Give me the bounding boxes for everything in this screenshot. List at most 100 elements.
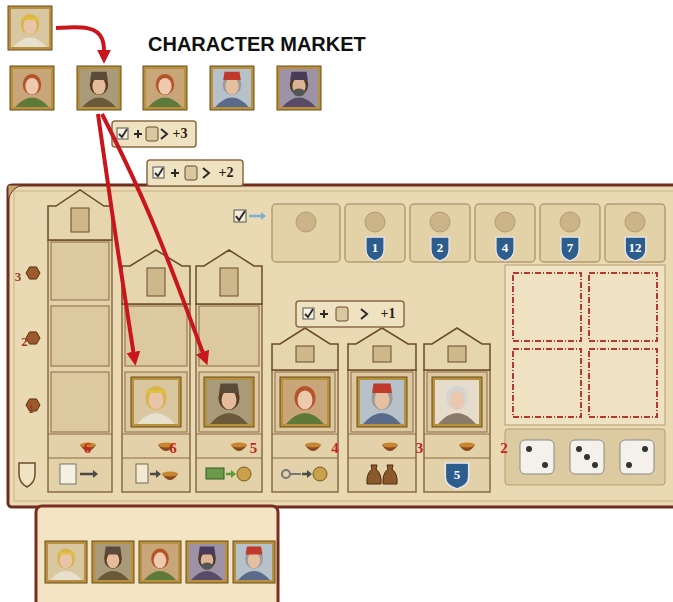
score-shield: 4 [495,236,515,262]
row-number: 2 [21,335,28,348]
portrait-frame [204,377,254,427]
tower-shield-icon [19,463,35,487]
small-arrow-head [156,470,161,478]
cost-divider [272,434,338,435]
small-arrow-head [261,212,266,220]
portrait-ground [360,380,404,424]
small-arrow [80,473,94,476]
portrait-face [60,552,73,568]
character-portrait [77,66,121,110]
shield-outline [445,463,468,489]
character-portrait [8,6,52,50]
check-box-icon [234,210,246,222]
character-portrait [277,66,321,110]
die [520,440,554,474]
bonus-ribbon [112,121,196,147]
character-portrait [204,377,254,427]
portrait-hair [151,549,169,569]
portrait-hat [372,384,392,394]
portrait-ground [13,69,51,107]
character-portrait [143,66,187,110]
portrait-hat [105,546,122,554]
column-pillar [348,370,416,492]
portrait-body [148,98,181,108]
reward-tile [605,204,665,262]
shield-outline [431,237,449,261]
reward-tile [345,204,405,262]
character-slot [51,306,109,366]
row-number: 3 [15,270,22,283]
building-roof [348,328,416,370]
cost-divider [196,458,262,459]
portrait-ground [213,69,251,107]
character-portrait [92,541,134,583]
portrait-body [97,571,129,580]
die [570,440,604,474]
board-curl [8,185,24,200]
character-slot [51,372,109,432]
roof-window [71,208,89,232]
portrait-body [15,98,48,108]
building-roof [48,190,112,240]
portrait-hat [90,72,108,80]
scroll-icon [336,307,348,321]
bonus-ribbon [296,301,404,327]
portrait-frame [131,377,181,427]
portrait-frame [233,541,275,583]
money-bag [383,465,397,484]
move-arrow [102,114,204,356]
die-pip [542,462,548,468]
cost-number: 6 [169,441,177,456]
check-mark [155,168,163,176]
plus-sign [171,169,179,177]
cost-divider [196,434,262,435]
plus-sign [134,130,142,138]
bowl-soup [162,472,178,477]
portrait-ground [134,380,178,424]
portrait-face [248,552,261,568]
roof-window [448,346,466,362]
column-pillar [48,240,112,492]
shield-outline [496,237,514,261]
portrait-body [137,413,175,424]
character-portrait [432,377,482,427]
cost-divider [348,434,416,435]
greater-sign [203,168,209,178]
row-hex [26,267,40,279]
character-portrait [280,377,330,427]
portrait-hair [23,74,41,95]
ornament-frame [589,273,657,341]
portrait-ground [283,380,327,424]
portrait-hair [146,386,167,410]
key-icon [290,473,301,475]
roof-window [147,268,165,296]
portrait-hair [21,14,39,35]
portrait-body [238,571,270,580]
character-portrait [233,541,275,583]
roof-window [220,268,238,296]
scroll-icon [185,166,197,180]
portrait-body [363,413,401,424]
portrait-hat [219,384,239,394]
check-box-icon [153,167,164,178]
portrait-ground [236,544,272,580]
die-pip [526,446,532,452]
bonus-number: +3 [173,127,188,141]
die-pip [592,462,598,468]
character-portrait [210,66,254,110]
cost-number: 4 [331,441,339,456]
portrait-frame [432,377,482,427]
cost-divider [424,434,490,435]
cost-divider [272,458,338,459]
small-arrow-head [231,470,236,478]
cost-number: 5 [250,441,258,456]
portrait-body [215,98,248,108]
portrait-frame [77,66,121,110]
portrait-face [450,391,465,410]
tile-emblem [365,212,385,232]
character-portrait [10,66,54,110]
bowl-soup [459,443,475,448]
reward-tile [475,204,535,262]
cost-divider [122,458,190,459]
